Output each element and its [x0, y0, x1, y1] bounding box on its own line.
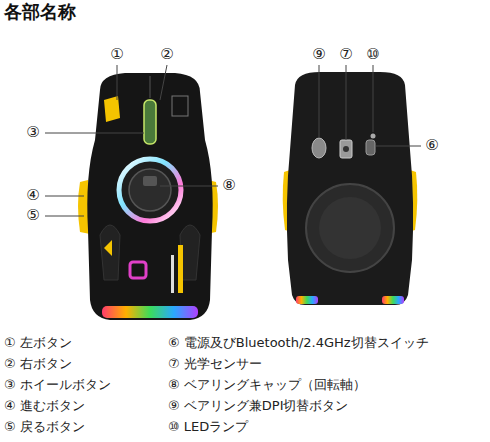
part-name: ② 右ボタン: [4, 357, 72, 372]
callout-number: ③: [26, 124, 39, 141]
part-name: ⑩ LEDランプ: [168, 420, 248, 435]
callout-number: ⑥: [425, 137, 438, 154]
callout-number: ②: [160, 46, 173, 63]
part-name: ⑧ ベアリングキャップ（回転軸）: [168, 378, 366, 393]
diagram-title: 各部名称: [4, 2, 76, 23]
mouse-top-view: [78, 73, 218, 320]
callout-number: ⑤: [26, 207, 39, 224]
part-name: ① 左ボタン: [4, 336, 72, 351]
callout-number: ①: [110, 46, 123, 63]
callout-number: ⑦: [339, 46, 352, 63]
part-name: ③ ホイールボタン: [4, 378, 111, 393]
leader-lines: [45, 65, 421, 216]
part-name: ⑦ 光学センサー: [168, 357, 262, 372]
callout-number: ⑧: [222, 177, 235, 194]
mouse-bottom-view: [283, 72, 418, 305]
part-name: ⑨ ベアリング兼DPI切替ボタン: [168, 399, 348, 414]
part-name: ⑤ 戻るボタン: [4, 420, 85, 435]
callout-number: ④: [26, 187, 39, 204]
part-name: ⑥ 電源及びBluetooth/2.4GHz切替スイッチ: [168, 336, 429, 351]
callout-number: ⑩: [366, 46, 379, 63]
part-name: ④ 進むボタン: [4, 399, 85, 414]
callout-number: ⑨: [312, 46, 325, 63]
